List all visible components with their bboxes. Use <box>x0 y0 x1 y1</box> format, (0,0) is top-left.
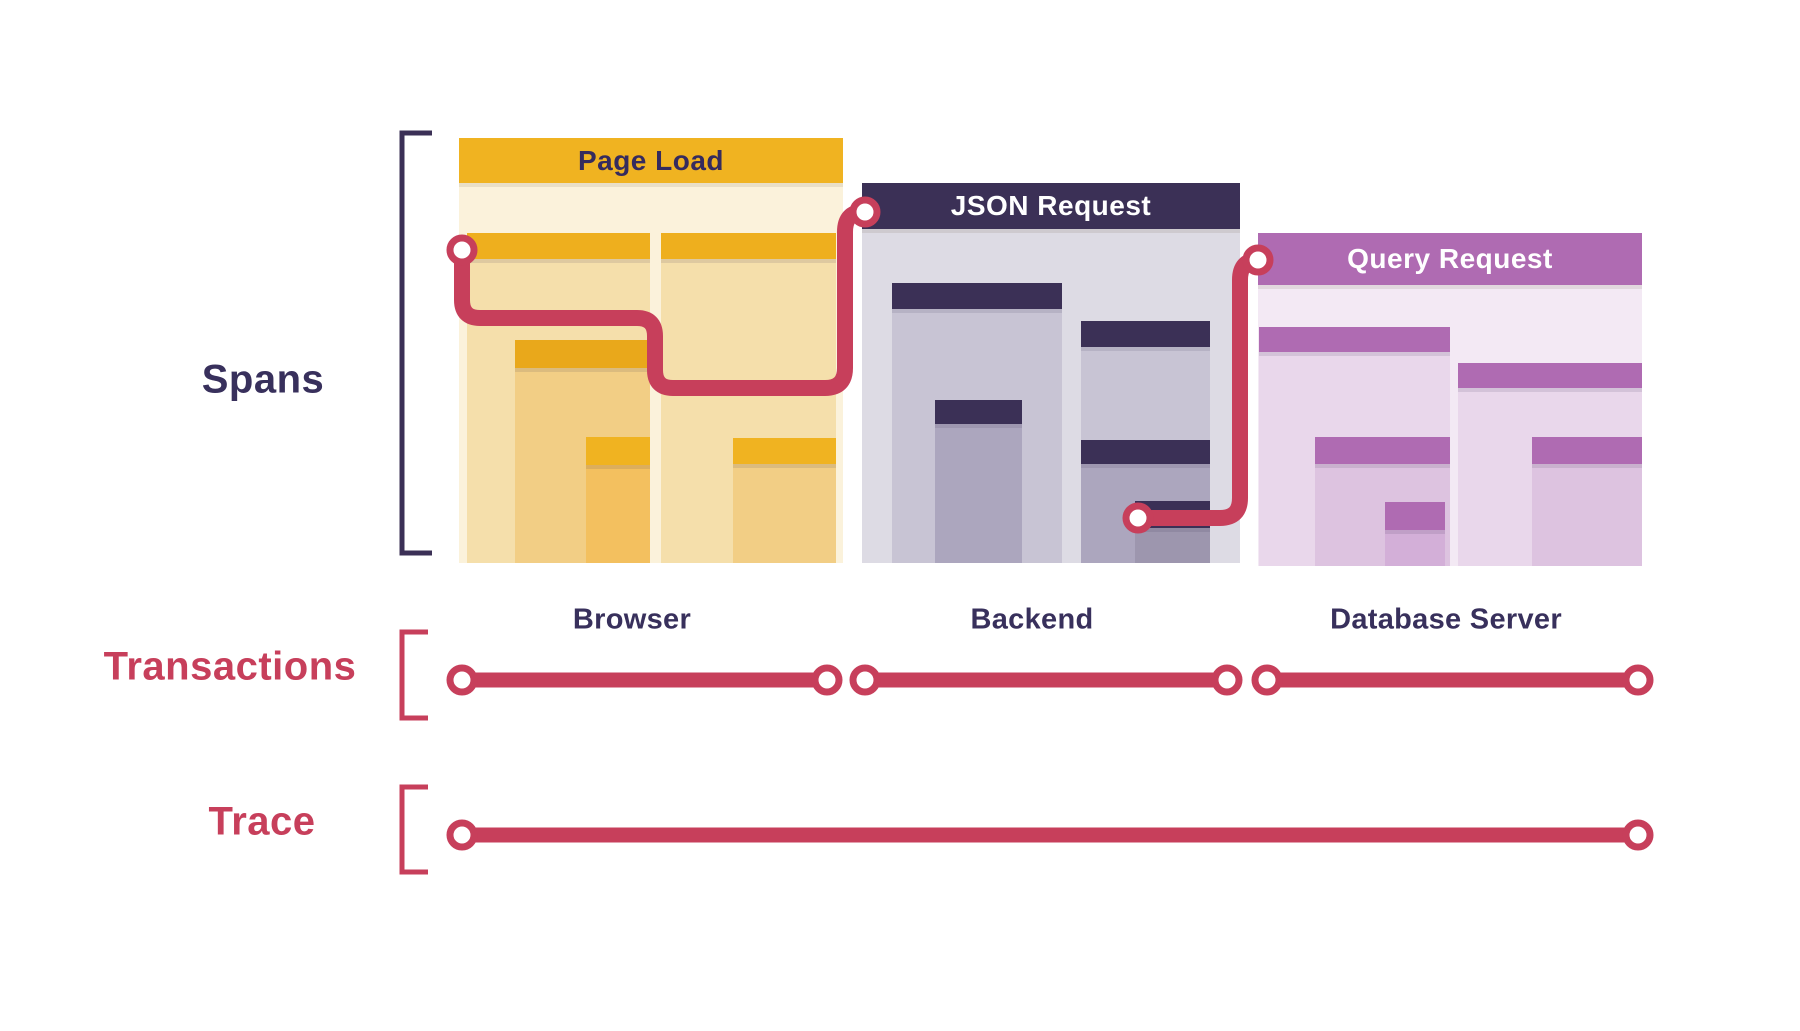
connector-circle <box>1622 819 1654 851</box>
span-bar-body <box>1135 528 1210 563</box>
span-bar-body <box>935 424 1022 563</box>
span-bar-header <box>1081 321 1210 347</box>
span-bar-header <box>1081 440 1210 464</box>
transaction-box-header-query-request: Query Request <box>1258 233 1642 285</box>
transaction-box-title: Page Load <box>577 144 725 176</box>
span-bar-header <box>1532 437 1642 464</box>
span-bar-body <box>1385 530 1445 566</box>
span-bar-body <box>1532 464 1642 566</box>
transactions-label: Transactions <box>103 644 357 689</box>
transactions-bracket <box>399 629 428 721</box>
span-bar-body <box>586 465 650 563</box>
transaction-box-query-request: Query Request <box>1258 233 1642 566</box>
span-bar-body <box>733 464 836 563</box>
span-bar-header <box>661 233 836 259</box>
transaction-box-title: JSON Request <box>950 190 1152 221</box>
connector-circle <box>849 664 881 696</box>
spans-label: Spans <box>201 357 325 402</box>
spans-bracket <box>399 130 432 556</box>
span-bar-header <box>1259 327 1450 352</box>
transaction-box-title: Query Request <box>1347 243 1553 274</box>
transaction-box-json-request: JSON Request <box>862 183 1240 563</box>
connector-circle <box>1211 664 1243 696</box>
service-label-json-request: Backend <box>970 603 1094 636</box>
span-bar-header <box>1385 502 1445 530</box>
span-bar-header <box>515 340 650 368</box>
span-bar-header <box>892 283 1062 309</box>
transaction-box-page-load: Page Load <box>459 138 843 563</box>
service-label-page-load: Browser <box>572 603 692 636</box>
span-bar-header <box>935 400 1022 424</box>
span-bar-header <box>1135 501 1210 528</box>
connector-circle <box>446 664 478 696</box>
span-bar-header <box>733 438 836 464</box>
trace-label: Trace <box>208 799 316 844</box>
span-bar-header <box>1315 437 1450 464</box>
connector-circle <box>1622 664 1654 696</box>
span-bar-header <box>1458 363 1642 388</box>
connector-circle <box>446 819 478 851</box>
span-bar-header <box>586 437 650 465</box>
trace-bracket <box>399 784 428 875</box>
service-label-query-request: Database Server <box>1330 603 1562 636</box>
transaction-box-header-json-request: JSON Request <box>862 183 1240 229</box>
transaction-box-header-page-load: Page Load <box>459 138 843 183</box>
span-bar-header <box>467 233 650 259</box>
connector-circle <box>811 664 843 696</box>
connector-circle <box>1251 664 1283 696</box>
